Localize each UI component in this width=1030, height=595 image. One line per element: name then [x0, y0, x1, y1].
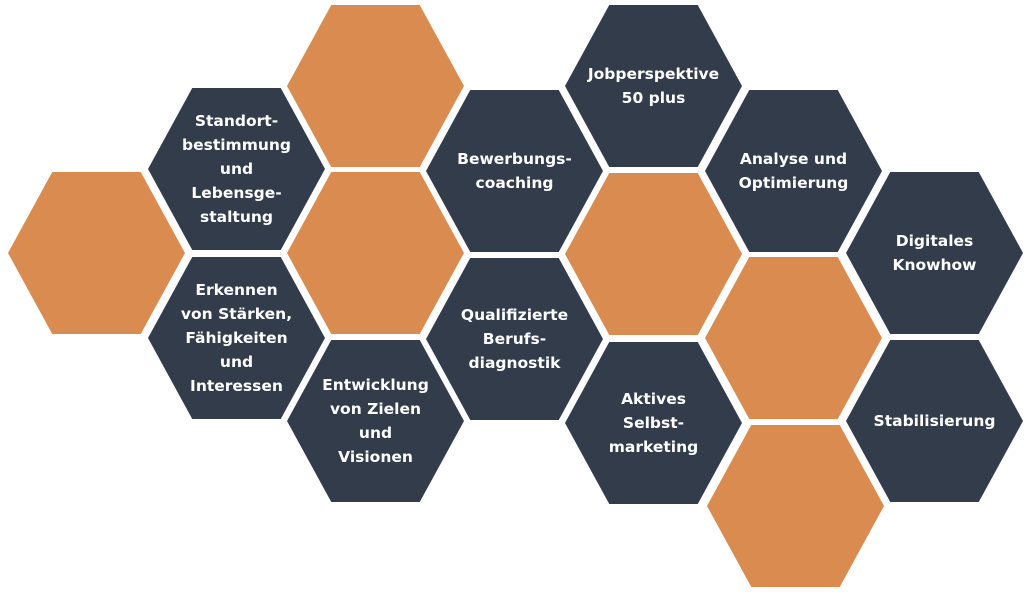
hexagon-label: Stabilisierung: [873, 412, 996, 430]
hexagon-label: Standort- bestimmung und Lebensge- stalt…: [181, 112, 292, 226]
hexagon-accent: [8, 172, 185, 334]
hexagon-stabilisierung: Stabilisierung: [846, 340, 1023, 502]
hexagon-jobperspektive: Jobperspektive 50 plus: [565, 5, 742, 167]
hexagon-bewerbungscoaching: Bewerbungs- coaching: [426, 90, 603, 252]
hexagon-erkennen-staerken: Erkennen von Stärken, Fähigkeiten und In…: [148, 257, 325, 419]
hexagon-label: Erkennen von Stärken, Fähigkeiten und In…: [180, 281, 293, 395]
hexagon-standortbestimmung: Standort- bestimmung und Lebensge- stalt…: [148, 88, 325, 250]
hexagon-label: Bewerbungs- coaching: [457, 150, 572, 192]
hexagon-berufsdiagnostik: Qualifizierte Berufs- diagnostik: [426, 258, 603, 420]
hexagon-label: Digitales Knowhow: [892, 232, 977, 274]
hexagon-label: Analyse und Optimierung: [738, 150, 849, 192]
hexagon-label: Qualifizierte Berufs- diagnostik: [460, 306, 569, 372]
hexagon-digitales-knowhow: Digitales Knowhow: [846, 172, 1023, 334]
hexagon-label: Aktives Selbst- marketing: [608, 390, 699, 456]
hexagon-accent: [287, 172, 464, 334]
hexagon-accent: [287, 5, 464, 167]
hexagon-analyse-optimierung: Analyse und Optimierung: [705, 90, 882, 252]
hexagon-label: Entwicklung von Zielen und Visionen: [322, 376, 429, 466]
hexagon-accent: [565, 173, 742, 335]
hexagon-entwicklung-ziele: Entwicklung von Zielen und Visionen: [287, 340, 464, 502]
hexagon-accent: [707, 425, 884, 587]
hexagon-label: Jobperspektive 50 plus: [587, 65, 720, 107]
hexagon-accent: [705, 257, 882, 419]
hexagon-selbstmarketing: Aktives Selbst- marketing: [565, 342, 742, 504]
